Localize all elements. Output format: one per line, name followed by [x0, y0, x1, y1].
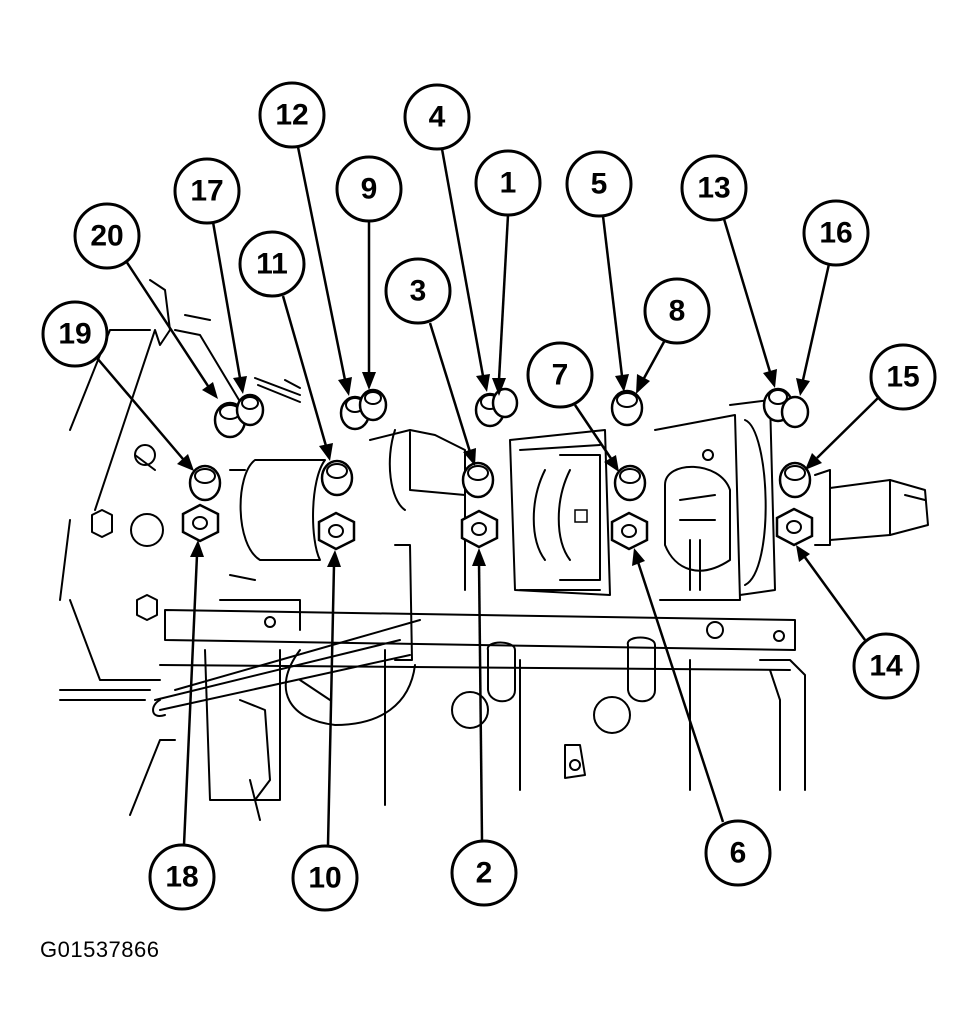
callout-20: 20	[73, 202, 218, 399]
callout-14: 14	[796, 545, 920, 700]
callout-14-label: 14	[869, 650, 903, 683]
bolt-heads	[181, 387, 814, 551]
callout-4: 4	[403, 83, 490, 392]
callout-16-label: 16	[819, 217, 852, 250]
callout-3-label: 3	[410, 275, 427, 308]
figure-id: G01537866	[40, 937, 160, 962]
callout-11-label: 11	[256, 248, 288, 281]
callout-12: 12	[258, 81, 352, 396]
callout-6: 6	[632, 548, 772, 887]
callout-12-label: 12	[275, 99, 308, 132]
callout-4-label: 4	[429, 101, 446, 134]
callout-8-label: 8	[669, 295, 686, 328]
callout-11: 11	[238, 230, 333, 461]
callout-19: 19	[41, 300, 194, 471]
callout-3: 3	[384, 257, 476, 466]
callout-16: 16	[796, 199, 870, 396]
callout-2: 2	[450, 548, 518, 907]
callout-1-label: 1	[500, 167, 517, 200]
callout-2-label: 2	[476, 857, 493, 890]
callout-10: 10	[291, 550, 359, 912]
callout-7: 7	[526, 341, 619, 472]
callouts: 1 2 3 4 5	[41, 81, 937, 912]
callout-15-label: 15	[886, 361, 919, 394]
callout-5-label: 5	[591, 168, 608, 201]
callout-19-label: 19	[58, 318, 91, 351]
callout-8: 8	[636, 277, 711, 394]
callout-1: 1	[474, 149, 542, 396]
callout-9-label: 9	[361, 173, 378, 206]
callout-7-label: 7	[552, 359, 569, 392]
callout-17: 17	[173, 157, 247, 394]
callout-5: 5	[565, 150, 633, 392]
callout-9: 9	[335, 155, 403, 390]
callout-13-label: 13	[697, 172, 730, 205]
callout-10-label: 10	[308, 862, 341, 895]
callout-20-label: 20	[90, 220, 123, 253]
callout-15: 15	[805, 343, 937, 470]
callout-18: 18	[148, 540, 216, 911]
callout-18-label: 18	[165, 861, 198, 894]
callout-6-label: 6	[730, 837, 747, 870]
callout-17-label: 17	[190, 175, 223, 208]
engine-block-illustration	[59, 279, 929, 821]
callout-13: 13	[680, 154, 777, 388]
